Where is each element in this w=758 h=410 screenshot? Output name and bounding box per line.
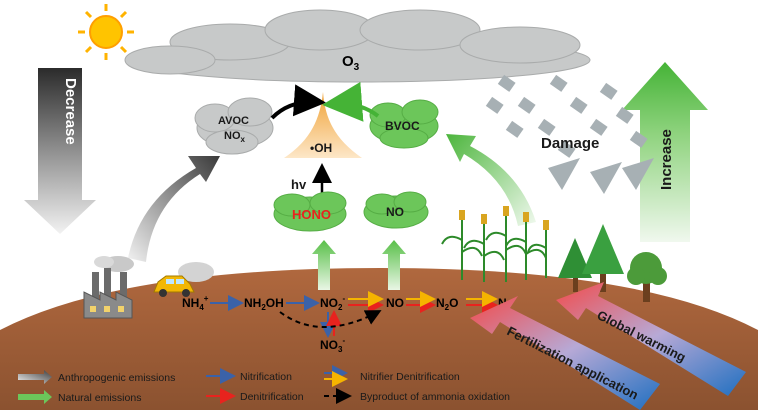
leafy-tree-icon — [627, 252, 667, 302]
legend-nitrifier-denitrification: Nitrifier Denitrification — [324, 365, 460, 387]
no-cloud — [363, 191, 429, 229]
ozone-label: O3 — [342, 53, 360, 73]
legend-anthropogenic-label: Anthropogenic emissions — [58, 372, 175, 384]
oh-radical-shape — [284, 92, 362, 158]
decrease-arrow: Decrease — [24, 68, 96, 234]
legend-natural-label: Natural emissions — [58, 392, 141, 404]
natural-emission-arrow — [446, 134, 536, 226]
no-emission-arrow — [382, 240, 406, 290]
legend-byproduct-label: Byproduct of ammonia oxidation — [360, 391, 510, 403]
decrease-label: Decrease — [62, 78, 79, 145]
legend-natural: Natural emissions — [18, 390, 141, 404]
oh-label: •OH — [310, 141, 332, 155]
damage-arrows — [485, 74, 654, 194]
n2o-label: N2O — [436, 296, 458, 312]
increase-label: Increase — [658, 129, 675, 190]
no2-label: NO2- — [320, 294, 345, 312]
avoc-nox-cloud — [194, 97, 274, 155]
bvoc-cloud — [369, 99, 439, 149]
legend-denitrification-label: Denitrification — [240, 391, 304, 403]
hono-label: HONO — [292, 207, 331, 222]
car-icon — [153, 262, 214, 297]
corn-tassels — [459, 206, 549, 230]
ozone-cloud — [124, 9, 591, 83]
legend-nitrification: Nitrification — [206, 368, 292, 384]
corn-crop-icon — [441, 214, 547, 282]
pine-tree-icon — [558, 224, 624, 292]
sun-icon — [78, 4, 134, 60]
nitrogen-chain: NH4+ NH2OH NO2- NO N2O N2 NO3- — [182, 294, 512, 354]
anthropogenic-emission-arrow — [128, 156, 220, 262]
nh2oh-label: NH2OH — [244, 296, 284, 312]
legend: Anthropogenic emissions Natural emission… — [18, 365, 510, 404]
increase-arrow: Increase — [622, 62, 708, 242]
legend-byproduct: Byproduct of ammonia oxidation — [324, 388, 510, 404]
avoc-to-oh-arrow — [270, 84, 326, 120]
nh4-label: NH4+ — [182, 294, 209, 312]
no-cloud-label: NO — [386, 205, 404, 219]
avoc-nox-label: NOx — [224, 130, 246, 144]
hv-label: hv — [291, 177, 307, 192]
avoc-label: AVOC — [218, 115, 249, 127]
bvoc-to-oh-arrow — [322, 81, 380, 122]
legend-nitrification-label: Nitrification — [240, 371, 292, 383]
legend-denitrification: Denitrification — [206, 388, 304, 404]
hono-cloud — [273, 191, 347, 232]
bvoc-label: BVOC — [385, 119, 420, 133]
no-label: NO — [386, 296, 404, 310]
byproduct-dashed-arrow — [279, 310, 382, 328]
legend-nitrifier-denitrification-label: Nitrifier Denitrification — [360, 371, 460, 383]
no3-label: NO3- — [320, 336, 345, 354]
legend-anthropogenic: Anthropogenic emissions — [18, 370, 175, 384]
damage-label: Damage — [541, 135, 599, 152]
factory-icon — [83, 256, 134, 319]
hono-emission-arrow — [312, 240, 336, 290]
